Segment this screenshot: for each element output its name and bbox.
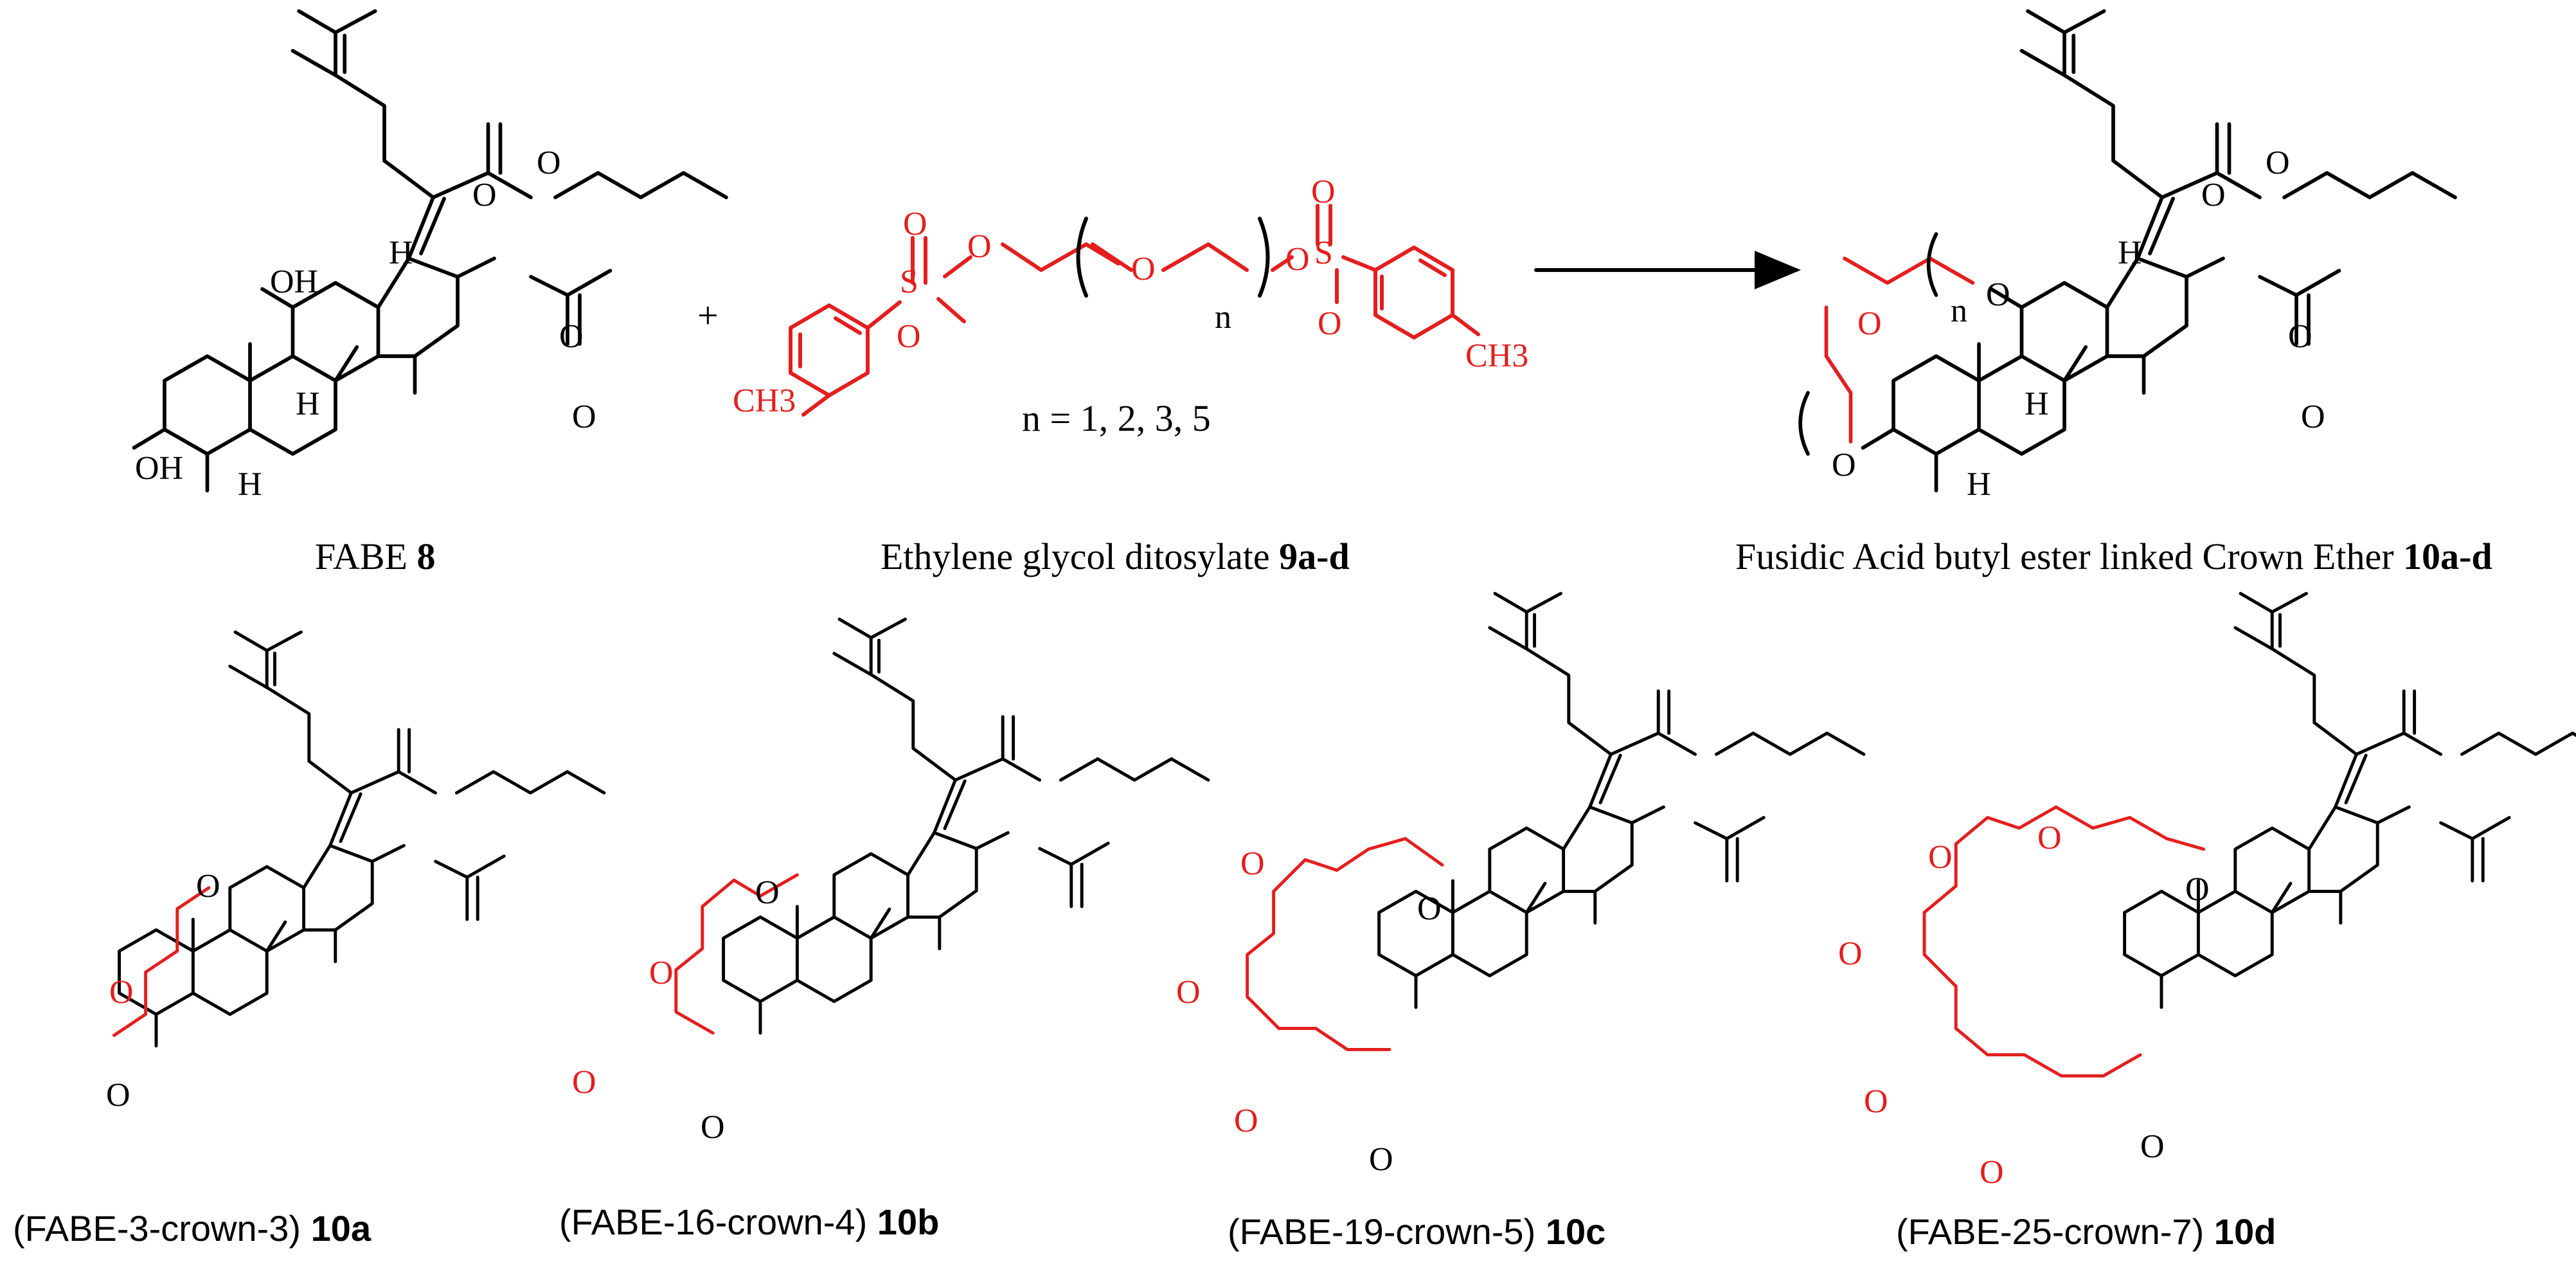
compound-10d-structure — [1922, 593, 2576, 1078]
sulfur-right-label: S — [1314, 235, 1333, 271]
ether-o-label: O — [1986, 276, 2010, 313]
h-label: H — [2025, 386, 2049, 422]
ether-o-label: O — [1234, 1103, 1258, 1139]
ether-o-label: O — [649, 955, 674, 991]
ether-o-label: O — [572, 1064, 596, 1101]
sulfonyl-o-label: O — [1311, 174, 1336, 210]
compound-10a-structure — [112, 632, 604, 1046]
h-label: H — [2118, 235, 2142, 271]
product-caption: Fusidic Acid butyl ester linked Crown Et… — [1735, 536, 2492, 577]
fabe-caption: FABE 8 — [315, 536, 435, 577]
acetate-co-label: O — [2301, 399, 2325, 435]
sulfur-left-label: S — [900, 264, 918, 300]
product-structure — [1798, 11, 2455, 491]
compound-10c-caption: (FABE-19-crown-5) 10c — [1228, 1211, 1606, 1252]
ether-o-label: O — [701, 1109, 725, 1146]
oh-11-label: OH — [270, 264, 318, 300]
ch3-left-label: CH3 — [733, 383, 796, 419]
ether-o-label: O — [109, 974, 134, 1011]
h-label: H — [296, 386, 320, 422]
ditosylate-caption: Ethylene glycol ditosylate 9a-d — [881, 536, 1350, 577]
compound-10a-caption: (FABE-3-crown-3) 10a — [13, 1208, 371, 1249]
ether-o-label: O — [1240, 845, 1265, 882]
n-values-label: n = 1, 2, 3, 5 — [1022, 397, 1211, 439]
ester-o-label: O — [2201, 177, 2226, 213]
ether-o-label: O — [755, 874, 780, 911]
sulfonyl-o-label: O — [897, 318, 921, 355]
carbonyl-o-label: O — [2266, 145, 2290, 181]
ether-o-label: O — [2140, 1128, 2165, 1165]
ether-o-label: O — [1980, 1154, 2004, 1191]
ether-o-label: O — [1176, 974, 1201, 1011]
ether-o-label: O — [1131, 251, 1156, 287]
carbonyl-o-label: O — [537, 145, 561, 181]
ether-o-label: O — [1832, 447, 1856, 483]
compound-10b-structure — [674, 619, 1208, 1033]
repeat-n-label: n — [1215, 299, 1231, 336]
ether-o-label: O — [106, 1077, 130, 1114]
ester-o-label: O — [1285, 241, 1310, 278]
ether-o-label: O — [1417, 890, 1442, 927]
ether-o-label: O — [1928, 839, 1953, 876]
ether-o-label: O — [2185, 871, 2210, 908]
ch3-right-label: CH3 — [1465, 338, 1528, 374]
compound-10b-caption: (FABE-16-crown-4) 10b — [559, 1202, 939, 1242]
ether-o-label: O — [1838, 935, 1863, 972]
compound-10c-structure — [1246, 593, 1864, 1051]
ditosylate-structure — [789, 204, 1480, 417]
acetate-o-label: O — [2288, 318, 2312, 355]
sulfonyl-o-label: O — [1318, 305, 1342, 342]
ether-o-label: O — [1857, 305, 1882, 342]
fabe-structure — [132, 11, 727, 491]
repeat-n-label: n — [1951, 293, 1967, 329]
ether-o-label: O — [1864, 1083, 1888, 1120]
ether-o-label: O — [2037, 820, 2062, 856]
sulfonyl-o-label: O — [903, 206, 927, 242]
h-label: H — [389, 235, 413, 271]
compound-10d-caption: (FABE-25-crown-7) 10d — [1896, 1211, 2276, 1252]
ether-o-label: O — [196, 868, 220, 905]
ester-o-label: O — [472, 177, 497, 213]
ether-o-label: O — [967, 228, 992, 265]
h-label: H — [238, 466, 262, 503]
oh-3-label: OH — [135, 450, 183, 487]
acetate-o-label: O — [559, 318, 584, 355]
acetate-co-label: O — [572, 399, 596, 435]
plus-sign: + — [697, 294, 719, 336]
h-label: H — [1967, 466, 1991, 503]
ether-o-label: O — [1369, 1141, 1393, 1178]
